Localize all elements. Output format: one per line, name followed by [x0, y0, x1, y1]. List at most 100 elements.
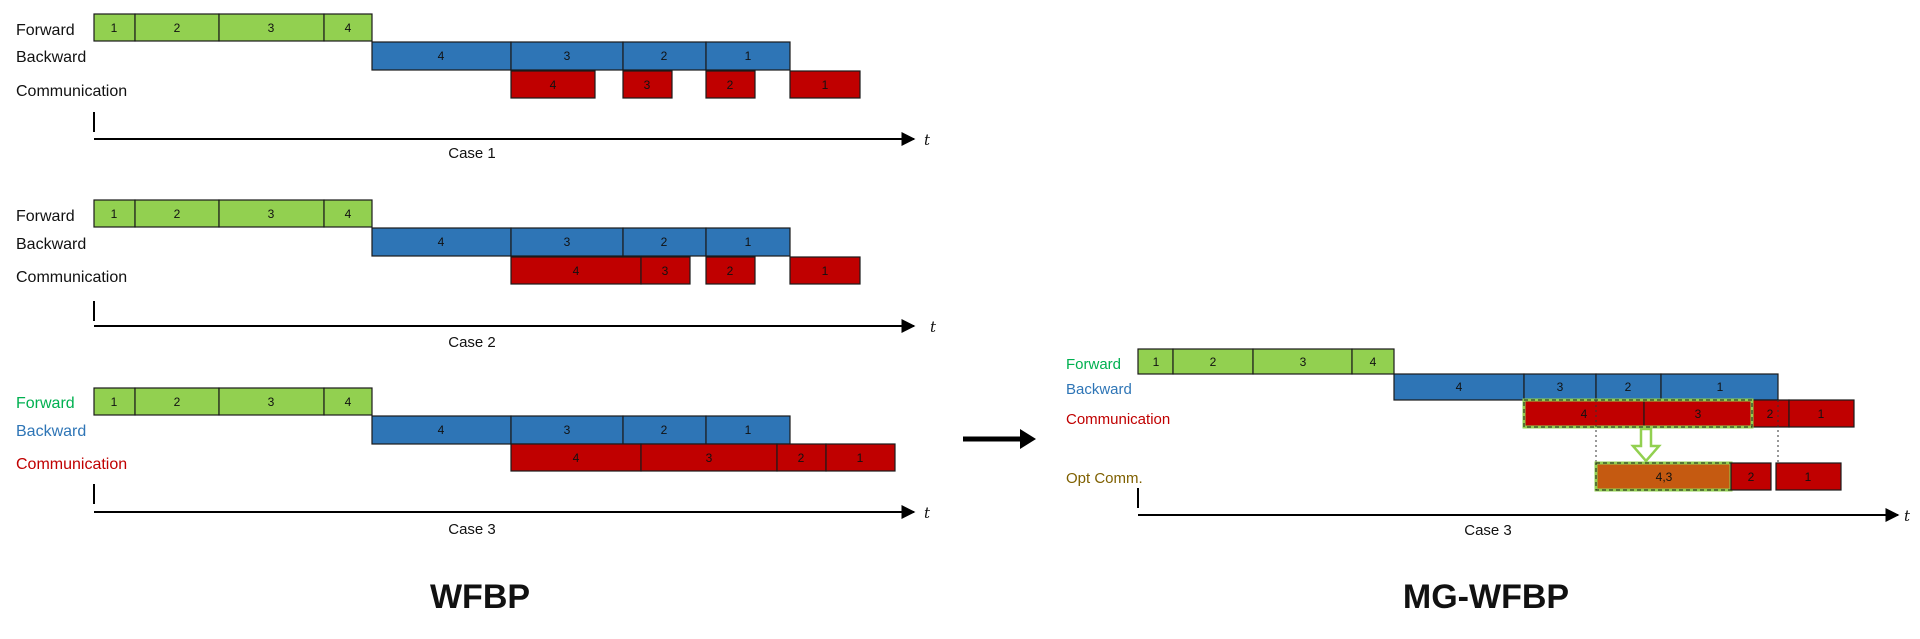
time-axis-label: t	[924, 131, 931, 149]
forward-block-label: 4	[345, 21, 352, 35]
comm-block	[789, 70, 861, 99]
comm-block-label: 1	[822, 264, 829, 278]
backward-block-label: 3	[564, 49, 571, 63]
comm-block-label: 4	[550, 78, 557, 92]
panel-case-1: Forward Backward Communication 1 2 3 4 4…	[16, 13, 931, 162]
forward-block-label: 2	[174, 207, 181, 221]
backward-block-label: 2	[661, 49, 668, 63]
forward-block-label: 3	[268, 21, 275, 35]
communication-label: Communication	[16, 269, 127, 286]
forward-block-label: 4	[345, 395, 352, 409]
panel-case-2: Forward Backward Communication 1 2 3 4 4…	[16, 199, 937, 351]
communication-row: 4 3 2 1	[510, 70, 861, 99]
time-axis-label: t	[924, 504, 931, 522]
backward-block-label: 1	[1717, 380, 1724, 394]
right-title: MG-WFBP	[1403, 578, 1569, 616]
forward-block	[218, 13, 325, 42]
forward-block	[134, 13, 220, 42]
backward-block-label: 3	[564, 423, 571, 437]
comm-block	[510, 256, 642, 285]
forward-block	[323, 199, 373, 228]
comm-block	[776, 443, 827, 472]
comm-block-label: 3	[644, 78, 651, 92]
forward-row: 1 2 3 4	[93, 199, 373, 228]
time-axis-label: t	[1904, 507, 1911, 525]
comm-block	[1523, 399, 1645, 428]
backward-block	[371, 227, 512, 257]
merge-arrow-icon	[1630, 427, 1662, 463]
backward-block-label: 1	[745, 49, 752, 63]
forward-block-label: 1	[111, 395, 118, 409]
communication-row: 4 3 2 1	[1522, 398, 1855, 429]
forward-block-label: 3	[268, 395, 275, 409]
panel-caption: Case 1	[448, 145, 496, 162]
backward-label: Backward	[1066, 381, 1132, 398]
comm-block-label: 3	[706, 451, 713, 465]
forward-row: 1 2 3 4	[93, 387, 373, 416]
backward-block	[1595, 373, 1662, 401]
communication-label: Communication	[16, 83, 127, 100]
forward-block-label: 1	[1153, 355, 1160, 369]
comm-block	[1751, 399, 1790, 428]
backward-row: 4 3 2 1	[371, 41, 791, 71]
backward-block-label: 1	[745, 423, 752, 437]
backward-block	[1393, 373, 1525, 401]
comm-block	[510, 70, 596, 99]
forward-block	[1252, 348, 1353, 375]
backward-label: Backward	[16, 423, 86, 440]
comm-block-label: 2	[727, 78, 734, 92]
backward-row: 4 3 2 1	[371, 227, 791, 257]
opt-block-label: 4,3	[1656, 470, 1673, 484]
forward-block	[134, 199, 220, 228]
panel-caption: Case 3	[1464, 522, 1512, 539]
forward-block-label: 1	[111, 207, 118, 221]
backward-row: 4 3 2 1	[1393, 373, 1779, 401]
merge-highlight-dash	[1523, 399, 1753, 428]
backward-row: 4 3 2 1	[371, 415, 791, 445]
backward-block-label: 2	[661, 423, 668, 437]
forward-label: Forward	[1066, 356, 1121, 373]
communication-label: Communication	[1066, 411, 1170, 428]
backward-block-label: 3	[1557, 380, 1564, 394]
opt-block	[1775, 462, 1842, 491]
forward-block-label: 4	[345, 207, 352, 221]
backward-block	[705, 227, 791, 257]
backward-block	[371, 41, 512, 71]
forward-block	[218, 387, 325, 416]
backward-block-label: 4	[438, 49, 445, 63]
comm-block-label: 1	[822, 78, 829, 92]
communication-label: Communication	[16, 456, 127, 473]
forward-block	[323, 13, 373, 42]
backward-label: Backward	[16, 236, 86, 253]
backward-block	[1523, 373, 1597, 401]
backward-block	[622, 41, 707, 71]
comm-block-label: 3	[1695, 407, 1702, 421]
opt-block-label: 1	[1805, 470, 1812, 484]
forward-block	[1351, 348, 1395, 375]
backward-block	[705, 41, 791, 71]
opt-block-label: 2	[1748, 470, 1755, 484]
forward-block	[1137, 348, 1174, 375]
backward-label: Backward	[16, 49, 86, 66]
backward-block-label: 3	[564, 235, 571, 249]
forward-block-label: 4	[1370, 355, 1377, 369]
comm-block	[640, 443, 778, 472]
comm-block-label: 4	[1581, 407, 1588, 421]
forward-row: 1 2 3 4	[93, 13, 373, 42]
forward-block-label: 3	[1300, 355, 1307, 369]
backward-block	[371, 415, 512, 445]
comm-block	[705, 256, 756, 285]
panel-mg-wfbp: Forward Backward Communication Opt Comm.…	[1066, 348, 1911, 539]
opt-comm-label: Opt Comm.	[1066, 470, 1143, 487]
comm-block-label: 4	[573, 264, 580, 278]
forward-block-label: 1	[111, 21, 118, 35]
comm-block-label: 1	[1818, 407, 1825, 421]
communication-row: 4 3 2 1	[510, 256, 861, 285]
comm-block-label: 3	[662, 264, 669, 278]
comm-block	[705, 70, 756, 99]
communication-row: 4 3 2 1	[510, 443, 896, 472]
backward-block-label: 4	[438, 423, 445, 437]
backward-block-label: 2	[1625, 380, 1632, 394]
panel-caption: Case 3	[448, 521, 496, 538]
comm-block-label: 1	[857, 451, 864, 465]
